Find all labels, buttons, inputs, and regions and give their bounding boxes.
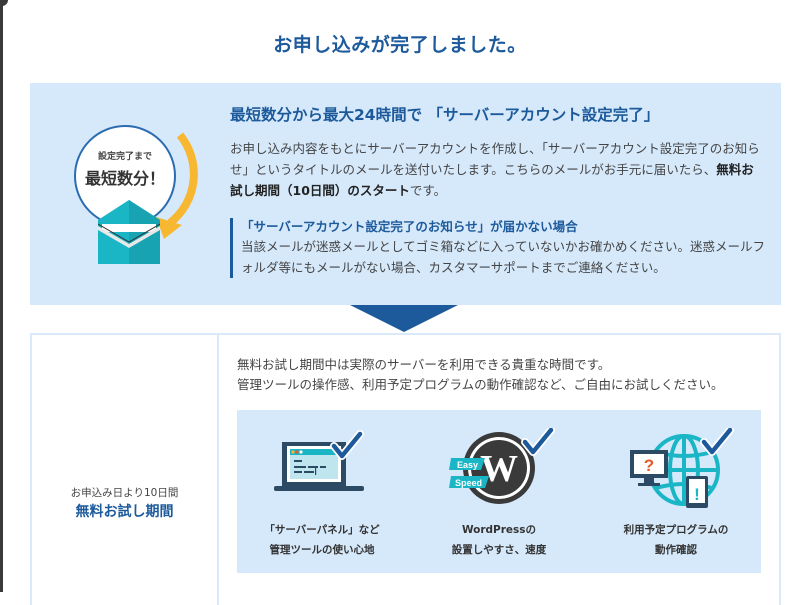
free-trial-panel: お申込み日より10日間 無料お試し期間 無料お試し期間中は実際のサーバーを利用で… (30, 333, 781, 605)
feature-label-line1: 「サーバーパネル」など (264, 524, 380, 536)
page-title: お申し込みが完了しました。 (273, 34, 527, 56)
wordpress-check-icon: W Easy Speed (449, 428, 555, 504)
badge-large-text: 最短数分！ (84, 169, 165, 188)
trial-description-line2: 管理ツールの操作感、利用予定プログラムの動作確認など、ご自由にお試しください。 (237, 377, 724, 392)
svg-text:Speed: Speed (455, 478, 482, 488)
feature-label: 「サーバーパネル」など 管理ツールの使い心地 (237, 520, 407, 560)
svg-text:Easy: Easy (457, 460, 478, 470)
down-arrow-icon (350, 305, 458, 332)
trial-period-subtitle: お申込み日より10日間 (70, 487, 179, 499)
setup-headline: 最短数分から最大24時間で 「サーバーアカウント設定完了」 (230, 106, 660, 124)
description-end-text: です。 (409, 183, 447, 198)
laptop-check-icon (274, 430, 364, 491)
notice-title: 「サーバーアカウント設定完了のお知らせ」が届かない場合 (241, 219, 578, 234)
circular-arrow-icon (156, 132, 198, 239)
setup-description: お申し込み内容をもとにサーバーアカウントを作成し、「サーバーアカウント設定完了の… (230, 138, 765, 201)
svg-text:?: ? (644, 456, 654, 475)
feature-label-line2: 動作確認 (655, 544, 697, 556)
trial-description-line1: 無料お試し期間中は実際のサーバーを利用できる貴重な時間です。 (237, 357, 611, 372)
globe-devices-check-icon: ? ! (630, 428, 734, 508)
feature-item-program-check: ? ! 利用予定プログラムの 動作確認 (591, 410, 761, 573)
badge-small-text: 設定完了まで (97, 152, 152, 162)
trial-description: 無料お試し期間中は実際のサーバーを利用できる貴重な時間です。 管理ツールの操作感… (237, 355, 777, 395)
description-text: お申し込み内容をもとにサーバーアカウントを作成し、「サーバーアカウント設定完了の… (230, 141, 760, 177)
feature-label-line2: 管理ツールの使い心地 (269, 544, 375, 556)
feature-label-line2: 設置しやすさ、速度 (451, 544, 547, 556)
feature-label-line1: WordPressの (461, 524, 537, 536)
envelope-icon (98, 200, 160, 264)
description-bold-text: 無料お試し期間（10日間）のスタート (230, 162, 754, 198)
window-left-edge (0, 0, 3, 592)
feature-label: WordPressの 設置しやすさ、速度 (414, 520, 584, 560)
column-divider (217, 335, 219, 605)
window-corner (0, 0, 8, 6)
trial-features: 「サーバーパネル」など 管理ツールの使い心地 W Easy Speed Word… (237, 410, 761, 573)
feature-item-wordpress: W Easy Speed WordPressの 設置しやすさ、速度 (414, 410, 584, 573)
svg-text:!: ! (694, 485, 700, 504)
feature-label-line1: 利用予定プログラムの (623, 524, 729, 536)
mail-not-received-notice: 「サーバーアカウント設定完了のお知らせ」が届かない場合 当該メールが迷惑メールと… (230, 218, 776, 278)
feature-item-server-panel: 「サーバーパネル」など 管理ツールの使い心地 (237, 410, 407, 573)
account-setup-panel: 設定完了まで 最短数分！ 最短数分から最大24時間で 「サーバーアカウント設定完… (30, 83, 781, 305)
notice-body: 当該メールが迷惑メールとしてゴミ箱などに入っていないかお確かめください。迷惑メー… (241, 239, 766, 275)
trial-period-title: 無料お試し期間 (75, 504, 174, 520)
feature-label: 利用予定プログラムの 動作確認 (591, 520, 761, 560)
